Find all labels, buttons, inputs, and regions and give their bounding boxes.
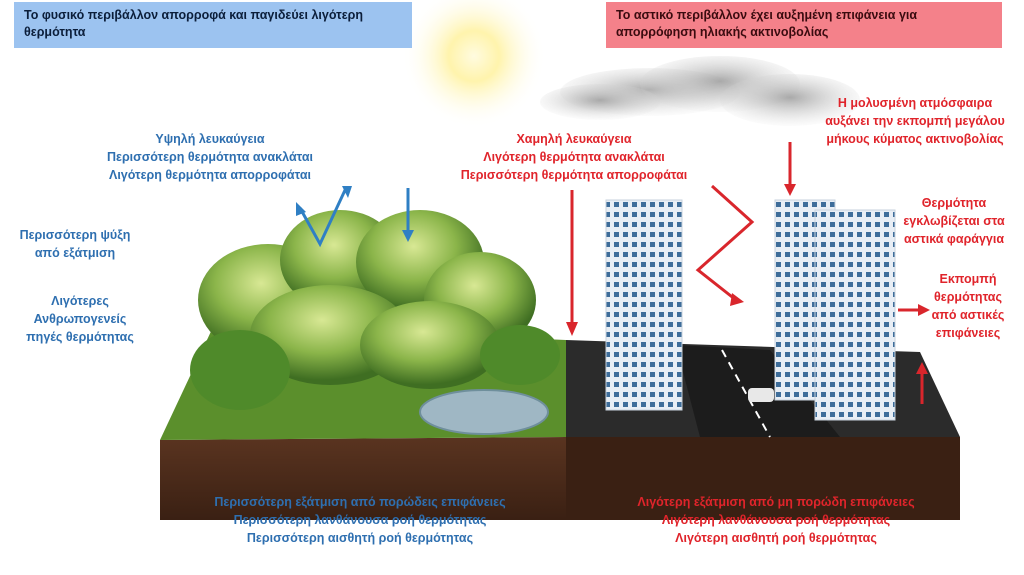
label-line: Ανθρωπογενείς [33,312,127,326]
label-line: Λιγότερη εξάτμιση από μη πορώδη επιφάνει… [637,495,915,509]
label-line: πηγές θερμότητας [26,330,134,344]
sun-icon [402,0,546,128]
label-line: Περισσότερη αισθητή ροή θερμότητας [246,531,474,545]
car-icon [748,388,774,402]
natural-albedo-label: Υψηλή λευκαύγεια Περισσότερη θερμότητα α… [90,130,330,184]
natural-header-text: Το φυσικό περιβάλλον απορροφά και παγιδε… [24,8,364,39]
label-line: Λιγότερη λανθάνουσα ροή θερμότητας [661,513,891,527]
label-line: μήκους κύματος ακτινοβολίας [826,132,1004,146]
label-line: Λιγότερη θερμότητα απορροφάται [108,168,312,182]
natural-cooling-label: Περισσότερη ψύξη από εξάτμιση [10,226,140,262]
absorb-arrow-icon [566,190,578,336]
label-line: Θερμότητα [921,196,987,210]
urban-pollution-label: Η μολυσμένη ατμόσφαιρα αυξάνει την εκπομ… [810,94,1020,148]
label-line: Η μολυσμένη ατμόσφαιρα [837,96,993,110]
label-line: από αστικές [931,308,1005,322]
forest [190,210,560,410]
label-line: επιφάνειες [935,326,1001,340]
label-line: Περισσότερη εξάτμιση από πορώδεις επιφάν… [214,495,506,509]
incoming-arrow-icon [402,188,414,242]
label-line: από εξάτμιση [34,246,116,260]
label-line: Λιγότερη θερμότητα ανακλάται [483,150,665,164]
urban-emission-label: Εκπομπή θερμότητας από αστικές επιφάνειε… [920,270,1016,342]
label-line: Περισσότερη λανθάνουσα ροή θερμότητας [233,513,487,527]
building-left [605,199,683,411]
pond [419,389,549,435]
label-line: Χαμηλή λευκαύγεια [516,132,632,146]
urban-header: Το αστικό περιβάλλον έχει αυξημένη επιφά… [606,2,1002,48]
label-line: αυξάνει την εκπομπή μεγάλου [825,114,1005,128]
urban-albedo-label: Χαμηλή λευκαύγεια Λιγότερη θερμότητα ανα… [446,130,702,184]
emission-arrow-icon [898,304,930,404]
label-line: Περισσότερη θερμότητα ανακλάται [106,150,314,164]
natural-sources-label: Λιγότερες Ανθρωπογενείς πηγές θερμότητας [10,292,150,346]
natural-bottom-label: Περισσότερη εξάτμιση από πορώδεις επιφάν… [190,493,530,547]
reflection-arrow-icon [296,186,352,248]
label-line: Υψηλή λευκαύγεια [155,132,265,146]
label-line: εγκλωβίζεται στα [903,214,1005,228]
label-line: Περισσότερη θερμότητα απορροφάται [460,168,688,182]
label-line: Λιγότερες [51,294,109,308]
urban-canyons-label: Θερμότητα εγκλωβίζεται στα αστικά φαράγγ… [890,194,1018,248]
building-right [774,199,896,421]
label-line: θερμότητας [934,290,1002,304]
label-line: αστικά φαράγγια [903,232,1005,246]
urban-header-text: Το αστικό περιβάλλον έχει αυξημένη επιφά… [616,8,918,39]
natural-header: Το φυσικό περιβάλλον απορροφά και παγιδε… [14,2,412,48]
label-line: Περισσότερη ψύξη [19,228,131,242]
urban-bottom-label: Λιγότερη εξάτμιση από μη πορώδη επιφάνει… [606,493,946,547]
longwave-arrow-icon [784,142,796,196]
label-line: Εκπομπή [939,272,997,286]
label-line: Λιγότερη αισθητή ροή θερμότητας [675,531,877,545]
smog-cloud-icon [540,56,860,126]
trapped-heat-arrow-icon [695,184,755,306]
